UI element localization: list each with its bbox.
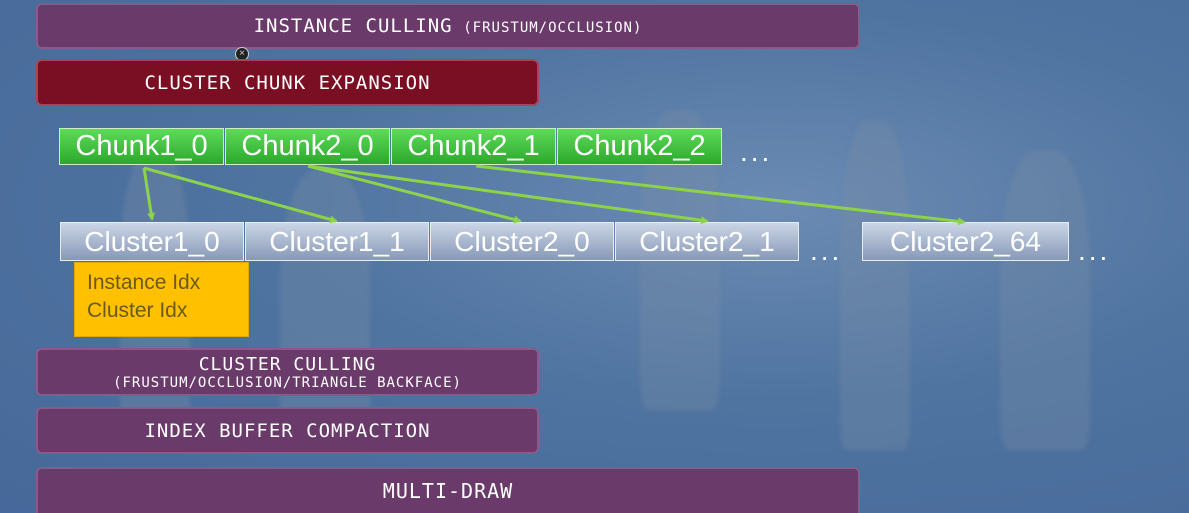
background-figure — [840, 120, 910, 450]
cluster-box: Cluster2_1 — [615, 222, 799, 261]
chunk-ellipsis: ... — [740, 136, 773, 167]
multi-draw-stage: MULTI-DRAW — [36, 467, 860, 513]
chunk-box: Chunk1_0 — [59, 128, 224, 165]
arrow — [143, 166, 338, 224]
cluster-chunk-expansion-stage: CLUSTER CHUNK EXPANSION — [36, 59, 539, 106]
cluster-box: Cluster2_64 — [862, 222, 1069, 261]
index-buffer-compaction-title: INDEX BUFFER COMPACTION — [144, 419, 431, 442]
cluster-box: Cluster2_0 — [430, 222, 614, 261]
cluster-ellipsis: ... — [810, 235, 843, 266]
arrow — [475, 164, 966, 226]
cluster-idx-label: Cluster Idx — [87, 299, 188, 322]
multi-draw-title: MULTI-DRAW — [382, 479, 514, 503]
background-figure — [1000, 150, 1090, 450]
cluster-ellipsis: ... — [1078, 235, 1111, 266]
instance-culling-title: INSTANCE CULLING — [253, 15, 453, 37]
chunk-box: Chunk2_0 — [225, 128, 390, 165]
arrow — [307, 164, 522, 224]
instance-idx-label: Instance Idx — [87, 271, 201, 294]
index-buffer-compaction-stage: INDEX BUFFER COMPACTION — [36, 407, 539, 454]
cluster-chunk-expansion-title: CLUSTER CHUNK EXPANSION — [144, 71, 431, 94]
chunk-box: Chunk2_2 — [557, 128, 722, 165]
cluster-culling-stage: CLUSTER CULLING (FRUSTUM/OCCLUSION/TRIAN… — [36, 348, 539, 396]
cluster-culling-title: CLUSTER CULLING — [198, 353, 377, 375]
instance-culling-subtitle: (FRUSTUM/OCCLUSION) — [463, 20, 643, 36]
chunk-box: Chunk2_1 — [391, 128, 556, 165]
arrow — [142, 167, 156, 221]
cluster-culling-subtitle: (FRUSTUM/OCCLUSION/TRIANGLE BACKFACE) — [113, 374, 462, 391]
cluster-box: Cluster1_0 — [60, 222, 244, 261]
cluster-info-box: Instance Idx Cluster Idx — [74, 262, 249, 337]
instance-culling-stage: INSTANCE CULLING (FRUSTUM/OCCLUSION) — [36, 3, 860, 49]
arrow — [307, 164, 709, 225]
cluster-box: Cluster1_1 — [245, 222, 429, 261]
